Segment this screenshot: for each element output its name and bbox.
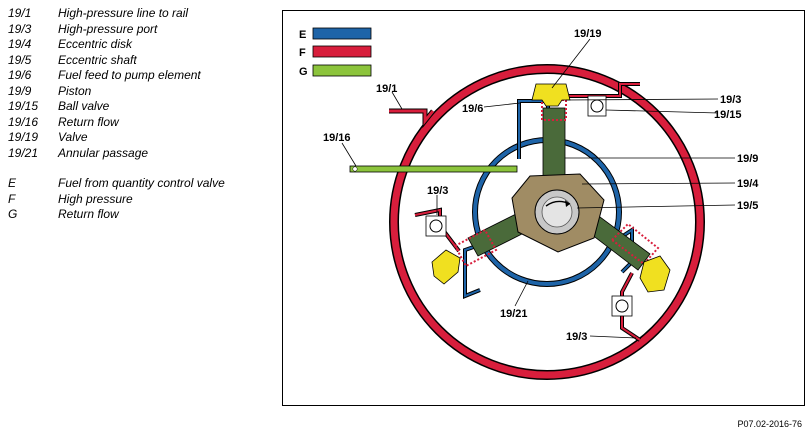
legend-code: 19/3 [8,21,32,36]
legend: 19/1 High-pressure line to rail 19/3 High-… [8,6,225,223]
legend-code: 19/15 [8,99,39,113]
rail-line [389,109,435,126]
legend-code: 19/16 [8,114,39,129]
figure-reference: P07.02-2016-76 [737,419,802,429]
leader-19-16 [341,142,357,167]
legend-item: 19/5 Eccentric shaft [8,53,225,69]
rotation-arrowhead-icon [565,200,570,207]
legend-code: 19/21 [8,145,39,160]
legend-text: Return flow [58,114,119,129]
label-19-3-left: 19/3 [427,185,448,197]
ball-valve-left-ball [429,219,443,233]
valve-top [531,83,571,107]
key-code-f: F [299,47,306,59]
legend-item: G Return flow [8,207,225,223]
valve-right [639,255,671,293]
legend-text: Ball valve [58,99,110,113]
legend-item: 19/4 Eccentric disk [8,37,225,53]
legend-code: E [8,176,17,190]
leader-19-1 [391,91,403,110]
diagram-frame [282,10,805,406]
piston-right-spring [610,222,660,266]
label-19-1: 19/1 [376,83,397,95]
legend-item: 19/21 Annular passage [8,146,225,162]
leader-19-3-top [565,98,719,101]
legend-code: G [8,207,18,221]
leader-lines [341,38,736,339]
leader-19-3-bottom [589,335,637,339]
label-19-15: 19/15 [714,109,742,121]
label-19-19: 19/19 [574,28,602,40]
legend-text: High pressure [58,191,133,206]
piston-left-spring [453,228,498,268]
legend-code: F [8,191,16,206]
return-flow-port [352,166,358,172]
ball-valve-bottom-ball [615,299,629,313]
valve-left [431,249,461,285]
legend-text: Eccentric shaft [58,52,137,67]
legend-text: Eccentric disk [58,37,133,51]
leader-19-15 [605,109,719,114]
leader-19-5 [576,204,736,209]
legend-code: 19/5 [8,52,32,67]
return-flow-pipe [349,165,518,173]
leader-19-6 [483,102,521,108]
legend-item: 19/16 Return flow [8,115,225,131]
legend-item: 19/6 Fuel feed to pump element [8,68,225,84]
label-19-3-top: 19/3 [720,94,741,106]
legend-item: 19/15 Ball valve [8,99,225,115]
legend-code: 19/9 [8,83,32,98]
legend-item: 19/1 High-pressure line to rail [8,6,225,22]
legend-text: High-pressure port [58,21,158,36]
label-19-4: 19/4 [737,178,759,190]
legend-code: 19/1 [8,6,32,20]
leader-19-4 [581,182,736,185]
key-code-g: G [299,66,308,78]
leader-19-21 [514,280,529,307]
label-19-3-bottom: 19/3 [566,331,587,343]
legend-text: Return flow [58,207,119,221]
label-19-6: 19/6 [462,103,483,115]
legend-text: High-pressure line to rail [58,6,189,20]
key-swatch-g [312,64,372,77]
key-swatch-f [312,45,372,58]
label-19-5: 19/5 [737,200,758,212]
high-pressure-ring [390,65,704,379]
label-19-21: 19/21 [500,308,528,320]
ball-valve-top-ball [590,99,604,113]
legend-text: Fuel feed to pump element [58,68,201,82]
legend-text: Fuel from quantity control valve [58,176,225,190]
legend-item: F High pressure [8,192,225,208]
legend-item: 19/9 Piston [8,84,225,100]
leader-19-19 [551,38,591,89]
legend-item: 19/3 High-pressure port [8,22,225,38]
key-swatch-e [312,27,372,40]
legend-text: Annular passage [58,145,149,160]
legend-code: 19/19 [8,130,39,144]
legend-text: Valve [58,130,88,144]
legend-code: 19/6 [8,68,32,82]
key-code-e: E [299,29,306,41]
legend-text: Piston [58,83,92,98]
legend-item: E Fuel from quantity control valve [8,176,225,192]
legend-code: 19/4 [8,37,32,51]
legend-item: 19/19 Valve [8,130,225,146]
label-19-16: 19/16 [323,132,351,144]
label-19-9: 19/9 [737,153,758,165]
